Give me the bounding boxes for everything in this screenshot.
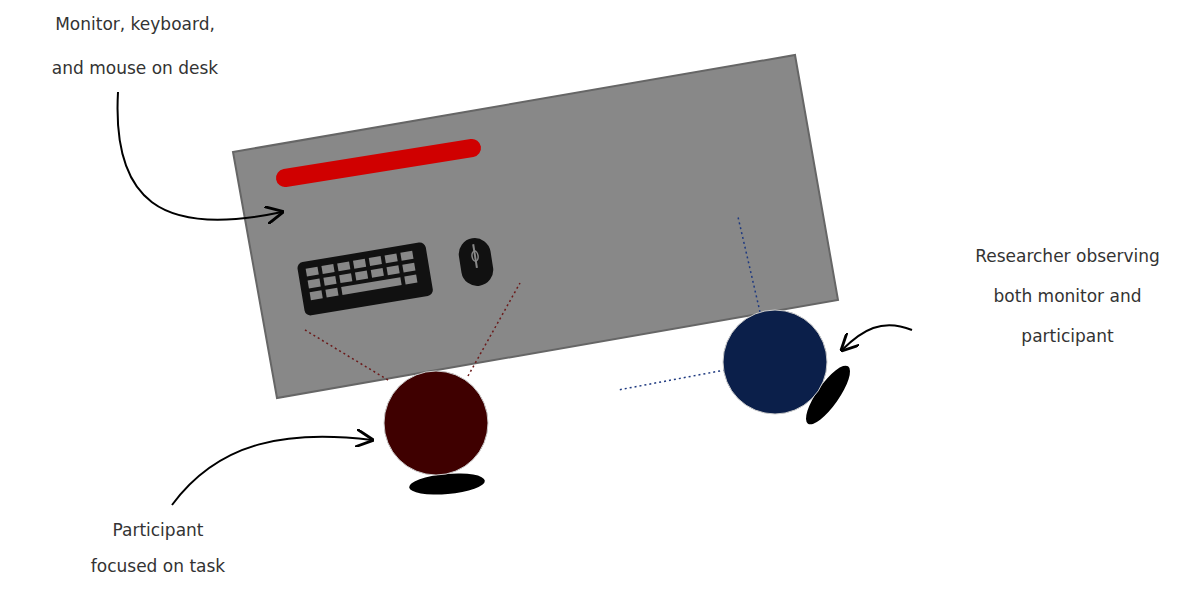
callout-arrows xyxy=(118,92,912,505)
participant-chair xyxy=(408,471,485,498)
researcher-figure xyxy=(723,310,827,414)
callout-label: Participant focused on task xyxy=(78,512,238,584)
monitor xyxy=(285,148,472,178)
keyboard-icon xyxy=(297,242,434,317)
callout-label: Monitor, keyboard, and mouse on desk xyxy=(40,2,230,90)
participant-figure xyxy=(384,371,488,475)
sight-lines xyxy=(305,217,760,390)
mouse-icon xyxy=(456,236,495,288)
callout-label: Researcher observing both monitor and pa… xyxy=(965,236,1170,356)
